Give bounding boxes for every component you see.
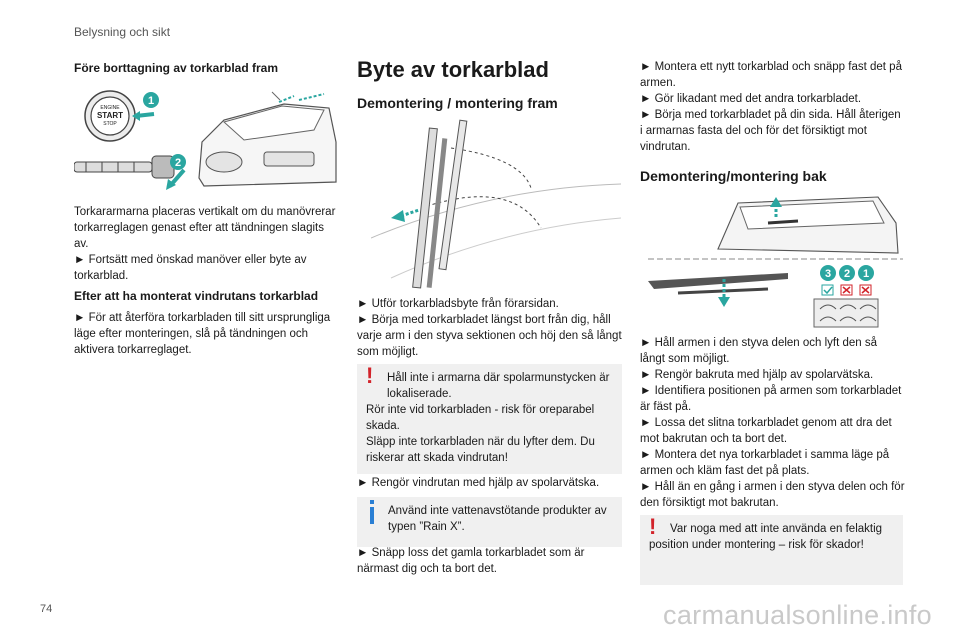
figure-front-wipers: [371, 119, 621, 289]
heading-before-removal: Före borttagning av torkarblad fram: [74, 61, 279, 75]
step-lift-arm: ► Håll armen i den styva delen och lyft …: [640, 337, 878, 365]
callout-2-rear: 2: [844, 268, 850, 280]
step-mount-rear: ► Montera det nya torkarbladet i samma l…: [640, 449, 890, 477]
paragraph-wiper-position: Torkararmarna placeras vertikalt om du m…: [74, 206, 336, 250]
step-clean-windshield: ► Rengör vindrutan med hjälp av spolarvä…: [357, 477, 600, 489]
warning-line-3: Släpp inte torkarbladen när du lyfter de…: [366, 436, 595, 464]
callout-3-icon: [820, 265, 836, 281]
callout-3: 3: [825, 268, 831, 280]
step-lower-rear: ► Håll än en gång i armen i den styva de…: [640, 481, 905, 509]
subheading-rear: Demontering/montering bak: [640, 168, 827, 184]
warning-line-1: Håll inte i armarna där spolarmunstycken…: [387, 372, 610, 400]
step-mount-new: ► Montera ett nytt torkarblad och snäpp …: [640, 61, 902, 89]
paragraph-continue: ► Fortsätt med önskad manöver eller byte…: [74, 254, 307, 282]
rear-warning-text: Var noga med att inte använda en felakti…: [649, 523, 883, 551]
warning-line-2: Rör inte vid torkarbladen - risk för ore…: [366, 404, 595, 432]
paragraph-return-position: ► För att återföra torkarbladen till sit…: [74, 312, 331, 356]
button-text-stop: STOP: [103, 121, 117, 127]
heading-after-mounting: Efter att ha monterat vindrutans torkarb…: [74, 289, 319, 303]
step-start-far: ► Börja med torkarbladet längst bort frå…: [357, 314, 622, 358]
warning-icon: !: [649, 514, 657, 539]
info-text: Använd inte vattenavstötande produkter a…: [388, 505, 607, 533]
warning-icon: !: [366, 363, 374, 388]
subheading-front: Demontering / montering fram: [357, 95, 558, 111]
callout-1-icon: [858, 265, 874, 281]
step-identify-position: ► Identifiera positionen på armen som to…: [640, 385, 902, 413]
section-header: Belysning och sikt: [74, 25, 171, 39]
page-number: 74: [40, 603, 53, 615]
figure-rear-wiper: 3 2 1: [648, 196, 903, 328]
step-remove-old-blade: ► Snäpp loss det gamla torkarbladet som …: [357, 547, 585, 575]
callout-2-icon: [170, 154, 186, 170]
step-lower-blade: ► Börja med torkarbladet på din sida. Hå…: [640, 109, 901, 153]
callout-2-icon: [839, 265, 855, 281]
info-icon: [367, 500, 377, 528]
rear-warning-box: ! Var noga med att inte använda en felak…: [640, 515, 903, 585]
watermark-text: carmanualsonline.info: [663, 600, 932, 630]
button-text-engine: ENGINE: [100, 105, 120, 111]
figure-wiper-controls: ENGINE START STOP 1 2: [74, 90, 337, 190]
info-box: Använd inte vattenavstötande produkter a…: [357, 497, 622, 547]
step-clean-rear: ► Rengör bakruta med hjälp av spolarväts…: [640, 369, 874, 381]
callout-1-rear: 1: [863, 268, 869, 280]
callout-1-icon: [143, 92, 159, 108]
callout-1: 1: [148, 95, 154, 107]
page-title: Byte av torkarblad: [357, 57, 549, 82]
step-release-blade: ► Lossa det slitna torkarbladet genom at…: [640, 417, 892, 445]
callout-2: 2: [175, 157, 181, 169]
button-text-start: START: [97, 111, 123, 120]
warning-box: ! Håll inte i armarna där spolarmunstyck…: [357, 364, 622, 474]
step-repeat-other: ► Gör likadant med det andra torkarblade…: [640, 93, 862, 105]
step-driver-side: ► Utför torkarbladsbyte från förarsidan.: [357, 298, 559, 310]
